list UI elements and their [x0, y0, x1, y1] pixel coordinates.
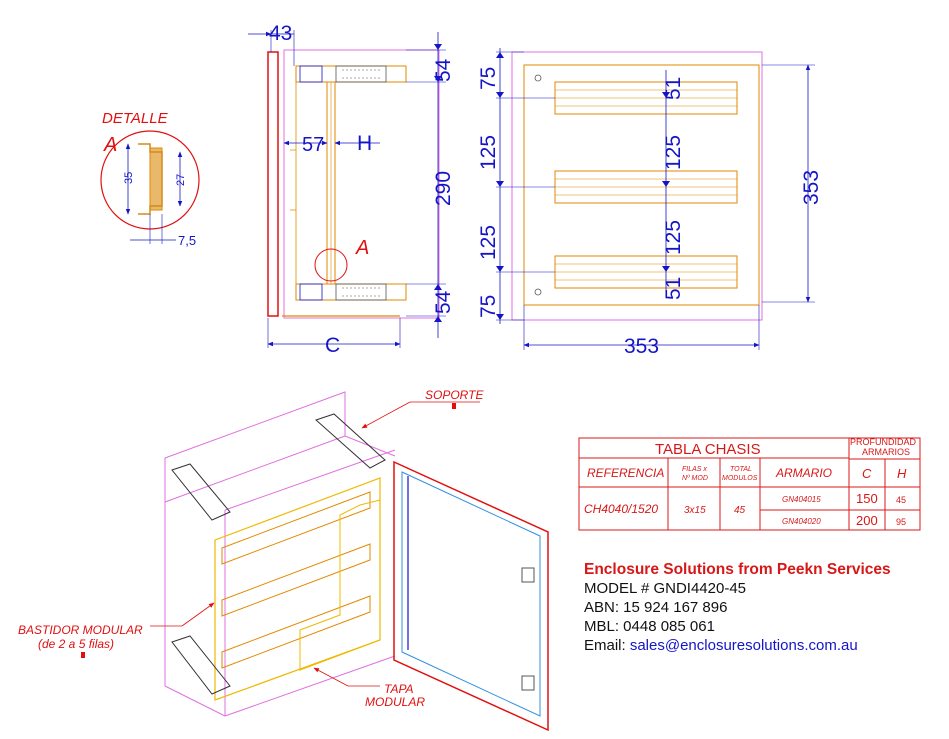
cell-armario-2: GN404020: [782, 517, 821, 526]
col-c: C: [862, 466, 872, 481]
profile-section: [138, 143, 163, 215]
modular-cover: [299, 499, 381, 671]
hinge-bottom: [521, 675, 535, 691]
dim-125-c: 125: [662, 135, 685, 170]
detail-marker-a: A: [355, 237, 369, 259]
label-soporte: SOPORTE: [425, 388, 484, 402]
isometric-view: SOPORTE BASTIDOR MODULAR (de 2 a 5 filas…: [18, 388, 549, 732]
dim-43: 43: [269, 22, 292, 45]
company-name: Enclosure Solutions from Peekn Services: [584, 561, 891, 578]
dim-27: 27: [175, 174, 187, 186]
label-bastidor: BASTIDOR MODULAR: [18, 623, 143, 637]
email-line: Email: sales@enclosuresolutions.com.au: [584, 636, 934, 655]
dim-35: 35: [123, 172, 135, 184]
dim-51-top: 51: [662, 77, 685, 100]
modular-frame: [214, 477, 381, 701]
cell-h-2: 95: [896, 517, 906, 527]
dim-c: C: [325, 334, 340, 357]
model-number: MODEL # GNDI4420-45: [584, 580, 747, 597]
cell-armario-1: GN404015: [782, 495, 821, 504]
rail-section: [149, 147, 163, 211]
col-total-1: TOTAL: [730, 466, 752, 473]
cell-referencia: CH4040/1520: [584, 502, 658, 516]
dim-75-top: 75: [477, 67, 500, 90]
door-inner: [401, 471, 541, 717]
iso-rail-2: [221, 543, 371, 617]
dim-125-d: 125: [662, 220, 685, 255]
chasis-table: TABLA CHASIS PROFUNDIDAD ARMARIOS REFERE…: [578, 437, 921, 531]
iso-rail-3: [221, 595, 371, 669]
detail-a: DETALLE A 35 27 7,5: [100, 110, 200, 248]
dim-54-top: 54: [432, 58, 455, 82]
dim-125-b: 125: [477, 225, 500, 260]
din-rail-3: [554, 255, 738, 289]
detail-circle-marker: [314, 248, 348, 282]
door-frame: [393, 460, 549, 732]
mobile: MBL: 0448 085 061: [584, 618, 715, 635]
din-rail-2: [554, 170, 738, 204]
col-referencia: REFERENCIA: [587, 466, 664, 480]
detail-letter: A: [103, 134, 117, 156]
cabinet-outline: [283, 49, 440, 319]
dim-7-5: 7,5: [178, 233, 196, 248]
chassis-plate: [523, 64, 760, 306]
col-filas-2: Nº MOD: [682, 475, 708, 482]
cell-filas: 3x15: [684, 505, 706, 516]
door-side: [267, 51, 279, 317]
side-view: A 43 54 290 54 57 H C: [248, 22, 455, 357]
dim-290: 290: [432, 171, 455, 206]
table-prof-2: ARMARIOS: [862, 447, 910, 457]
col-total-2: MODULOS: [722, 475, 758, 482]
abn: ABN: 15 924 167 896: [584, 599, 728, 616]
col-h: H: [897, 466, 907, 481]
cell-h-1: 45: [896, 495, 906, 505]
dim-125-a: 125: [477, 135, 500, 170]
label-bastidor-sub: (de 2 a 5 filas): [38, 637, 114, 651]
dim-353-height: 353: [800, 170, 823, 205]
bracket-top-left: [171, 463, 231, 521]
col-filas-1: FILAS x: [682, 466, 707, 473]
iso-rail-1: [221, 491, 371, 565]
email-label: Email:: [584, 637, 630, 654]
label-modular: MODULAR: [365, 695, 425, 709]
table-prof-1: PROFUNDIDAD: [850, 437, 917, 447]
table-title: TABLA CHASIS: [655, 441, 761, 458]
front-view: 75 125 125 75 51 125 125 51 353 353: [477, 48, 823, 358]
col-armario: ARMARIO: [775, 466, 832, 480]
email-link[interactable]: sales@enclosuresolutions.com.au: [629, 637, 858, 654]
cell-total: 45: [734, 505, 746, 516]
cell-c-1: 150: [856, 491, 878, 506]
bracket-bottom-left: [171, 635, 231, 695]
company-info: Enclosure Solutions from Peekn Services …: [584, 560, 934, 655]
dim-h: H: [357, 132, 372, 155]
bracket-top-right: [315, 413, 386, 469]
label-tapa: TAPA: [384, 682, 414, 696]
din-rail-1: [554, 81, 738, 115]
detail-title: DETALLE: [102, 110, 169, 127]
bottom-rail: [295, 283, 407, 301]
dim-353-width: 353: [624, 335, 659, 358]
hinge-top: [521, 567, 535, 583]
cell-c-2: 200: [856, 513, 878, 528]
dim-54-bottom: 54: [432, 290, 455, 314]
dim-75-bottom: 75: [477, 295, 500, 318]
dim-57: 57: [302, 134, 324, 156]
cabinet-front-outline: [511, 51, 763, 321]
dim-51-bottom: 51: [662, 277, 685, 300]
top-rail: [295, 65, 407, 83]
